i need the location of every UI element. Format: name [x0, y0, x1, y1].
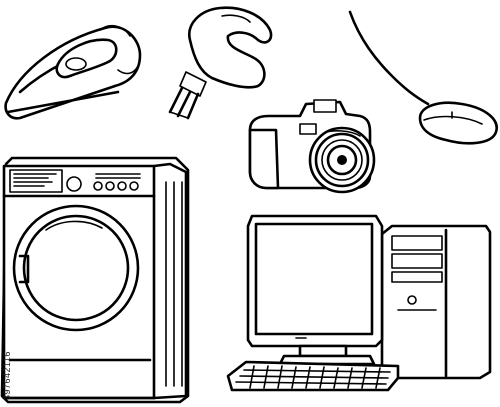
stock-id-watermark: 397642116: [2, 351, 12, 400]
camera-icon: [248, 99, 376, 194]
hand-mixer-icon: [168, 6, 273, 120]
computer-mouse-icon: [348, 10, 498, 145]
desktop-computer-icon: [226, 214, 492, 392]
washing-machine-icon: [0, 156, 190, 404]
iron-icon: [4, 24, 142, 120]
